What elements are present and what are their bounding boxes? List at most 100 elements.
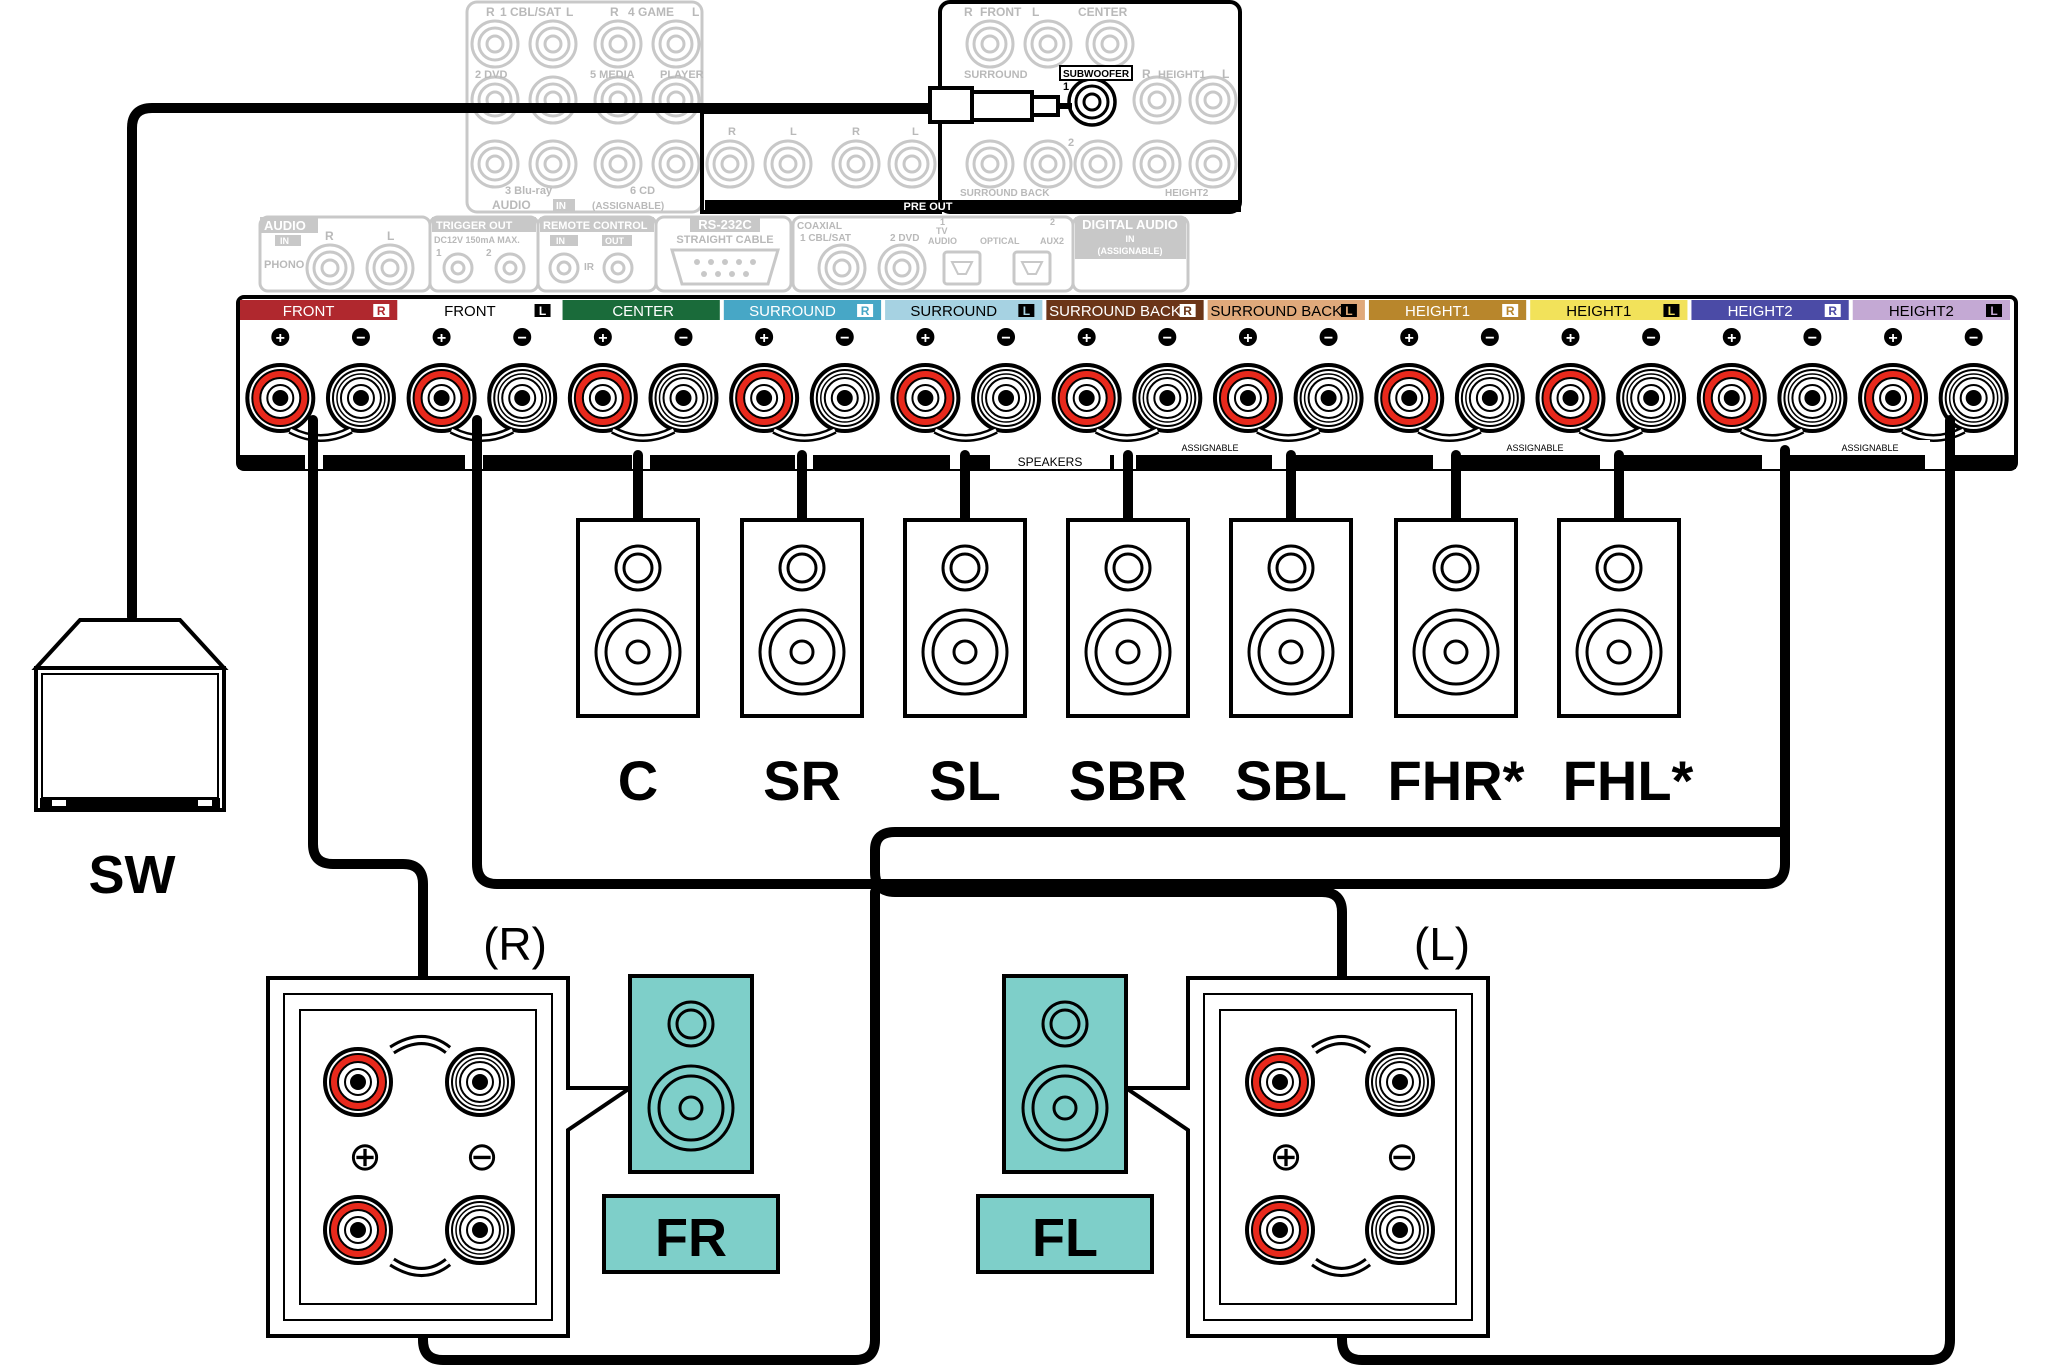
audio-l: L — [387, 229, 394, 243]
minus-marker — [674, 328, 693, 346]
white-binding-post — [325, 363, 396, 433]
minus-marker — [1964, 328, 1983, 346]
top-label: 5 MEDIA — [590, 69, 635, 81]
pre-out-label: 1 — [1063, 81, 1069, 93]
assignable-label: ASSIGNABLE — [1506, 443, 1563, 453]
minus-symbol: − — [1001, 330, 1010, 347]
channel-color-3 — [723, 300, 882, 320]
audio-in: IN — [280, 236, 289, 246]
post-wire-loop-inner — [1902, 428, 1965, 440]
minus-symbol: − — [1485, 330, 1494, 347]
fr-label: FR — [655, 1208, 727, 1268]
plus-marker — [1238, 328, 1257, 346]
assignable-label: (ASSIGNABLE) — [592, 201, 664, 212]
subwoofer-label: SW — [89, 845, 176, 905]
remote-in: IN — [556, 236, 565, 246]
opt-tv: TV — [936, 226, 948, 236]
minus-symbol: − — [679, 330, 688, 347]
audio-title: AUDIO — [264, 218, 306, 233]
pre-out-label: 2 — [1068, 137, 1074, 149]
red-binding-post — [1858, 363, 1929, 433]
audio-r: R — [325, 229, 334, 243]
plus-marker — [271, 328, 290, 346]
fl-label: FL — [1032, 1208, 1098, 1268]
post-wire-loop-inner — [612, 428, 675, 440]
channel-side-box — [1663, 304, 1680, 317]
rs232-title: RS-232C — [698, 217, 752, 232]
plus-symbol: + — [1888, 330, 1897, 347]
rs232-sub: STRAIGHT CABLE — [676, 234, 773, 246]
channel-side: L — [1990, 304, 1997, 318]
polarity-symbols: +−+−+−+−+−+−+−+−+−+−+− — [271, 328, 1983, 347]
opt-audio: AUDIO — [928, 236, 957, 246]
channel-color-8 — [1530, 300, 1688, 320]
pre-out-label: R — [728, 126, 736, 138]
plus-marker — [1400, 328, 1419, 346]
speaker-c: C — [576, 518, 700, 812]
front-left-side: (L) — [1414, 918, 1470, 970]
minus-symbol: − — [1324, 330, 1333, 347]
channel-side-box — [1018, 304, 1035, 317]
channel-side: R — [861, 304, 870, 318]
speaker-label: FHR* — [1388, 749, 1525, 812]
speaker-fhl: FHL* — [1557, 518, 1694, 812]
red-binding-post — [1535, 363, 1606, 433]
channel-side: L — [539, 304, 546, 318]
pre-out-label: R — [1142, 67, 1151, 81]
pre-out-title: PRE OUT — [904, 201, 953, 213]
aux2-label: AUX2 — [1040, 236, 1064, 246]
trigger-title: TRIGGER OUT — [436, 220, 513, 232]
digital-title: DIGITAL AUDIO — [1082, 217, 1178, 232]
pre-out-label: HEIGHT1 — [1158, 69, 1206, 81]
remote-title: REMOTE CONTROL — [543, 220, 648, 232]
top-label: 6 CD — [630, 185, 655, 197]
optical-label: OPTICAL — [980, 236, 1020, 246]
minus-marker — [1803, 328, 1822, 346]
speaker-label: SBL — [1235, 749, 1347, 812]
fr-label-box — [602, 1194, 780, 1274]
top-label: L — [566, 5, 573, 19]
phono-label: PHONO — [264, 259, 305, 271]
connector-panel: AUDIO IN R L PHONO TRIGGER OUT DC12V 150… — [258, 215, 1190, 293]
plus-marker — [1722, 328, 1741, 346]
channel-label: SURROUND BACK — [1210, 303, 1342, 320]
post-wire-loop-inner — [773, 428, 836, 440]
minus-symbol: − — [356, 330, 365, 347]
plus-marker — [432, 328, 451, 346]
white-binding-post — [1777, 363, 1848, 433]
speaker-sr: SR — [740, 518, 864, 812]
channel-label: SURROUND — [749, 303, 836, 320]
top-label: PLAYER — [660, 69, 704, 81]
white-binding-post — [1132, 363, 1203, 433]
post-wire-loop-inner — [1418, 428, 1481, 440]
rca-plug — [970, 90, 1034, 122]
channel-label: FRONT — [444, 303, 496, 320]
plus-symbol: + — [437, 330, 446, 347]
channel-side: R — [1506, 304, 1515, 318]
digital-assignable: (ASSIGNABLE) — [1098, 246, 1163, 256]
channel-side: R — [1183, 304, 1192, 318]
minus-symbol: − — [1969, 330, 1978, 347]
channel-color-6 — [1207, 300, 1365, 320]
channel-side-box — [1340, 304, 1357, 317]
pre-out-label: L — [912, 126, 919, 138]
red-binding-post — [1051, 363, 1122, 433]
speaker-label: C — [618, 749, 658, 812]
top-label: R — [610, 5, 619, 19]
channel-color-9 — [1691, 300, 1849, 320]
plus-symbol: + — [1243, 330, 1252, 347]
pre-out-label: L — [1032, 5, 1039, 19]
channel-label: CENTER — [612, 303, 674, 320]
plus-symbol: + — [1566, 330, 1575, 347]
rca-plug-body — [928, 86, 974, 124]
speaker-row: C SR SL SBR SBL FHR* FHL* — [576, 518, 1694, 812]
white-binding-post — [1616, 363, 1687, 433]
channel-side: R — [1828, 304, 1837, 318]
channel-label: HEIGHT1 — [1566, 303, 1631, 320]
plus-symbol: + — [921, 330, 930, 347]
top-label: 4 GAME — [628, 5, 674, 19]
top-label: L — [692, 5, 699, 19]
minus-marker — [835, 328, 854, 346]
pre-out-label: R — [964, 5, 973, 19]
